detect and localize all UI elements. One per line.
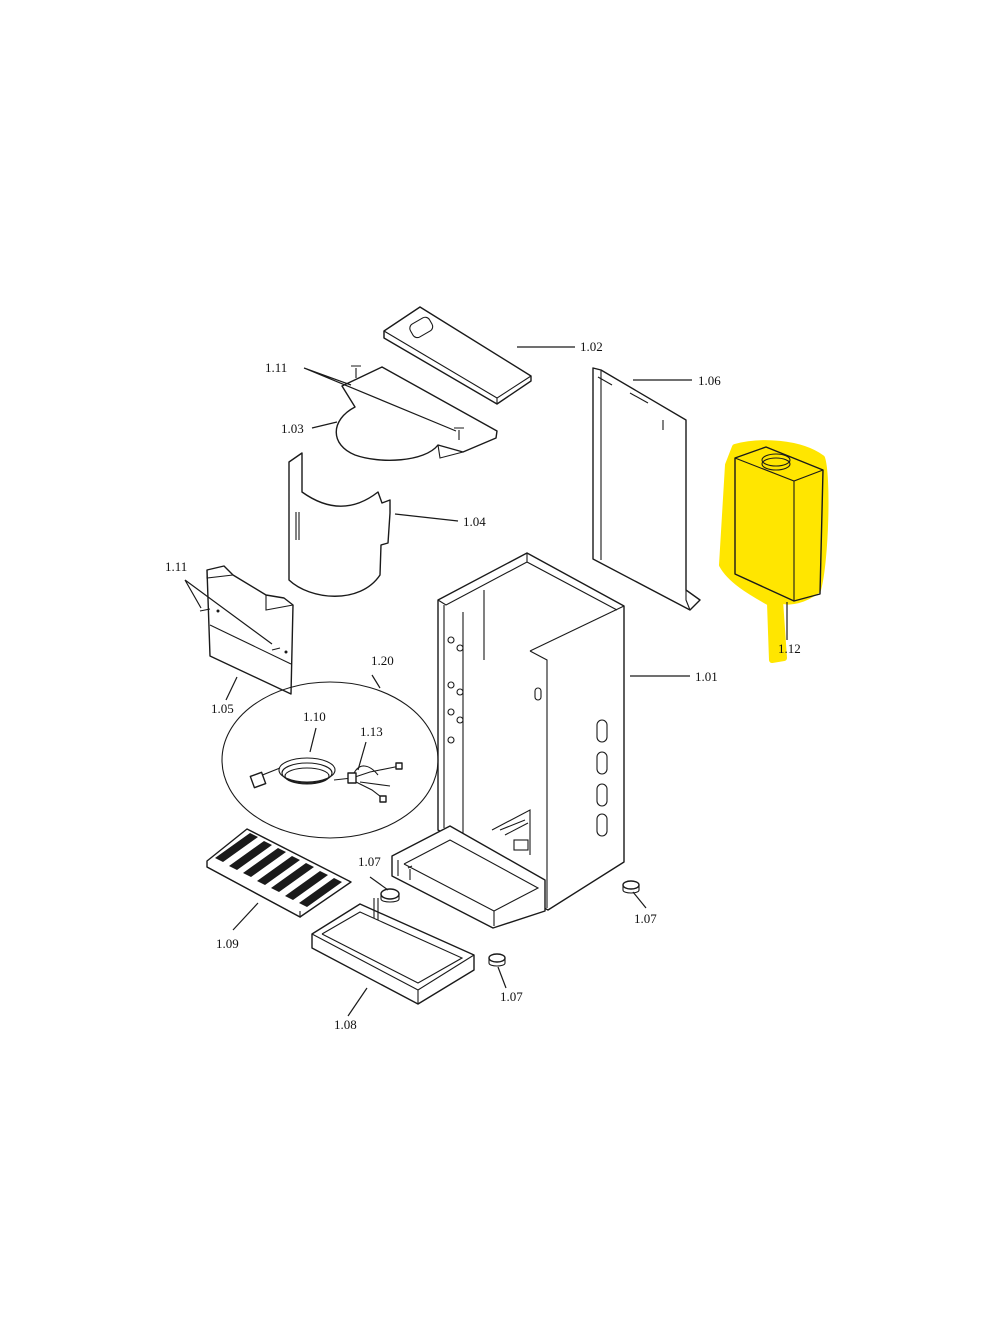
part-1-06-back-panel xyxy=(592,367,701,611)
part-1-04-curved-shield xyxy=(288,452,391,597)
label-1-12: 1.12 xyxy=(778,641,801,656)
label-1-11-top: 1.11 xyxy=(265,360,287,375)
label-1-01: 1.01 xyxy=(695,669,718,684)
part-1-08-drip-tray xyxy=(311,898,475,1005)
part-labels: 1.02 1.06 1.11 1.03 1.04 1.11 1.05 1.20 … xyxy=(165,339,801,1032)
label-1-11-side: 1.11 xyxy=(165,559,187,574)
part-1-05-side-bracket xyxy=(199,565,294,695)
label-1-03: 1.03 xyxy=(281,421,304,436)
part-1-07-foot-right xyxy=(622,880,640,894)
label-1-05: 1.05 xyxy=(211,701,234,716)
label-1-20: 1.20 xyxy=(371,653,394,668)
label-1-13: 1.13 xyxy=(360,724,383,739)
leader-lines xyxy=(184,346,788,1017)
label-1-06: 1.06 xyxy=(698,373,721,388)
label-1-07-left: 1.07 xyxy=(358,854,381,869)
part-1-07-foot-bottom xyxy=(488,953,506,967)
label-1-07-right: 1.07 xyxy=(634,911,657,926)
part-1-03-top-plate xyxy=(335,365,498,461)
part-1-12-water-tank xyxy=(719,440,829,663)
label-1-07-bottom: 1.07 xyxy=(500,989,523,1004)
part-1-01-main-housing xyxy=(391,552,625,929)
part-1-07-foot-left xyxy=(380,888,400,903)
label-1-08: 1.08 xyxy=(334,1017,357,1032)
label-1-02: 1.02 xyxy=(580,339,603,354)
label-1-10: 1.10 xyxy=(303,709,326,724)
label-1-09: 1.09 xyxy=(216,936,239,951)
part-1-09-drip-grid xyxy=(206,828,352,918)
part-1-02-top-cover xyxy=(383,306,532,405)
part-1-20-wiring-detail xyxy=(221,681,439,839)
label-1-04: 1.04 xyxy=(463,514,486,529)
